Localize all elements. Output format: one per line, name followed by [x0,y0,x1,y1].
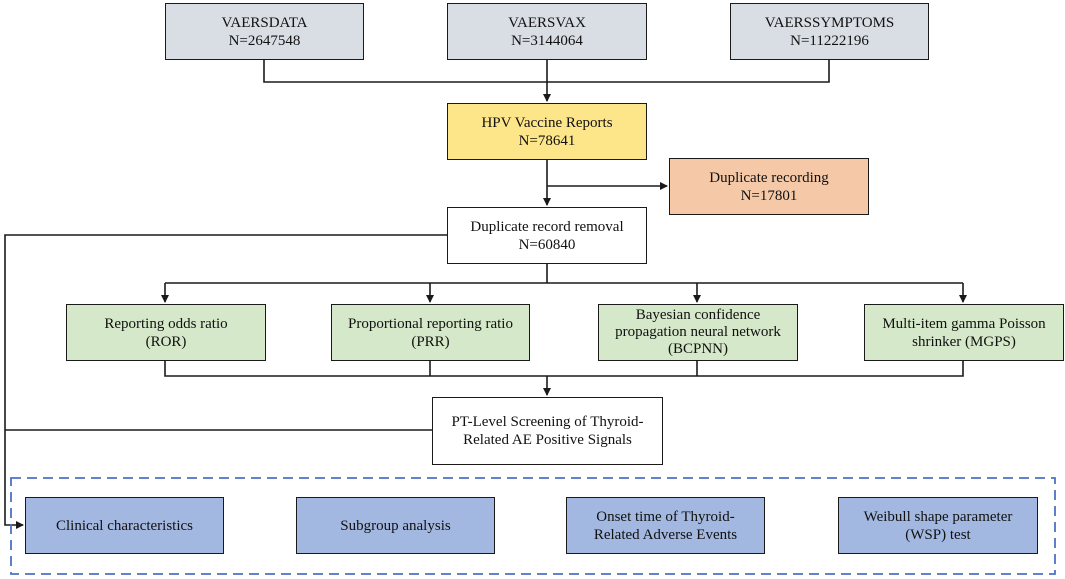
connector-methods-merge [164,361,964,377]
method-line: shrinker (MGPS) [912,333,1016,350]
source-vaersdata: VAERSDATA N=2647548 [165,3,364,60]
method-line: (PRR) [411,333,450,350]
method-line: propagation neural network [615,324,781,340]
method-line: (ROR) [145,333,187,350]
analysis-wsp-test-box: Weibull shape parameter (WSP) test [838,497,1038,554]
analysis-line: Clinical characteristics [55,517,194,534]
screening-line: Related AE Positive Signals [463,432,632,448]
duplicate-removal-count: N=60840 [518,236,576,253]
pt-level-screening-box: PT-Level Screening of Thyroid- Related A… [432,397,663,465]
source-count: N=3144064 [511,32,583,49]
source-name: VAERSDATA [221,14,308,31]
method-line: Bayesian confidence [635,307,761,323]
hpv-label: HPV Vaccine Reports [481,114,613,131]
source-count: N=11222196 [790,32,869,49]
duplicate-recording-box: Duplicate recording N=17801 [669,158,869,215]
analysis-subgroup-box: Subgroup analysis [296,497,495,554]
source-name: VAERSVAX [508,14,586,31]
connector-removal-bypass [4,234,447,529]
analysis-line: (WSP) test [905,526,971,543]
method-mgps-box: Multi-item gamma Poisson shrinker (MGPS) [864,304,1064,361]
duplicate-removal-box: Duplicate record removal N=60840 [447,207,647,264]
analysis-line: Related Adverse Events [593,526,738,543]
source-vaersvax: VAERSVAX N=3144064 [447,3,647,60]
method-line: Reporting odds ratio [104,315,228,332]
method-line: Multi-item gamma Poisson [882,315,1046,332]
source-name: VAERSSYMPTOMS [764,14,895,31]
method-bcpnn-box: Bayesian confidence propagation neural n… [598,304,798,361]
source-count: N=2647548 [228,32,301,49]
duplicate-recording-label: Duplicate recording [709,169,829,186]
hpv-vaccine-reports-box: HPV Vaccine Reports N=78641 [447,103,647,160]
analysis-onset-time-box: Onset time of Thyroid- Related Adverse E… [566,497,765,554]
duplicate-recording-count: N=17801 [740,187,798,204]
screening-line: PT-Level Screening of Thyroid- [451,414,644,430]
analysis-line: Subgroup analysis [340,517,451,534]
analysis-group-frame [10,477,1056,575]
analysis-line: Onset time of Thyroid- [596,508,735,525]
method-prr-box: Proportional reporting ratio (PRR) [331,304,530,361]
method-line: Proportional reporting ratio [348,315,513,332]
method-ror-box: Reporting odds ratio (ROR) [66,304,266,361]
analysis-clinical-characteristics-box: Clinical characteristics [25,497,224,554]
method-line: (BCPNN) [667,341,728,357]
source-vaerssymptoms: VAERSSYMPTOMS N=11222196 [730,3,929,60]
duplicate-removal-label: Duplicate record removal [470,218,624,235]
hpv-count: N=78641 [518,132,576,149]
analysis-line: Weibull shape parameter [863,508,1013,525]
